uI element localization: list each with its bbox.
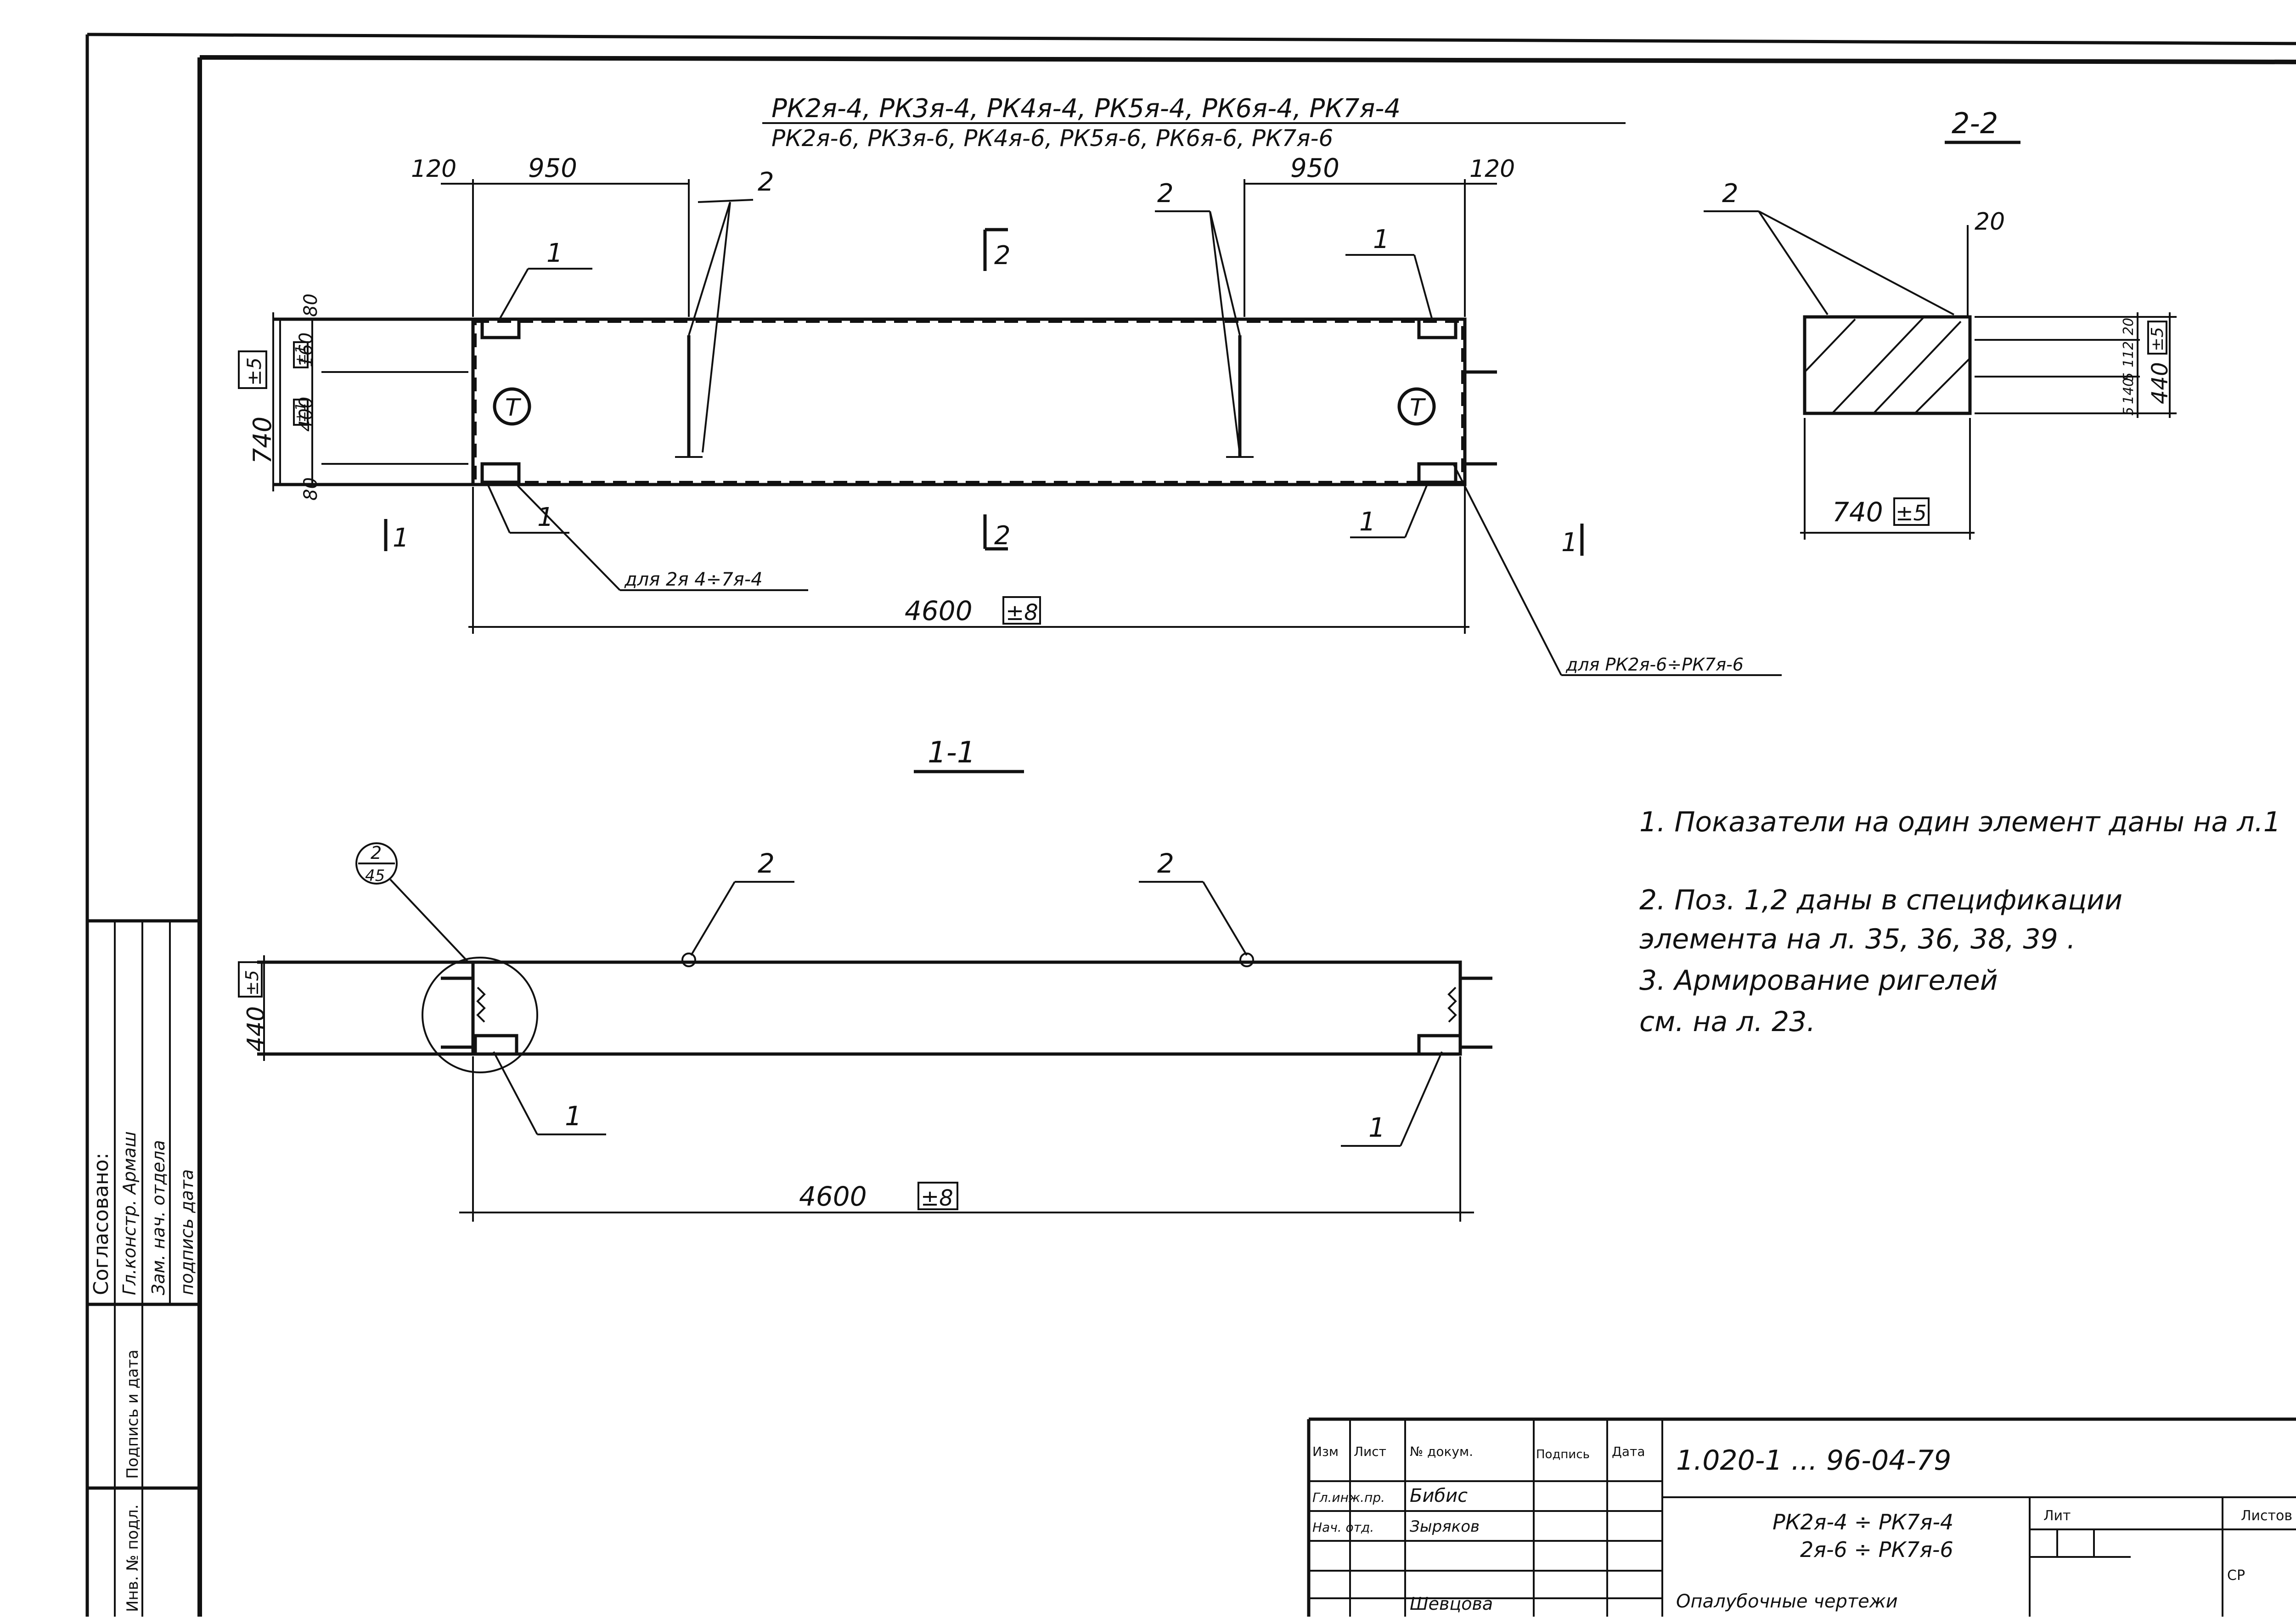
note-2: 2. Поз. 1,2 даны в спецификации [1639,884,2122,916]
dim-400: 400 [296,397,317,432]
tb-title-3: Опалубочные чертежи [1676,1591,1898,1612]
detail-circle [422,957,538,1073]
note-5: см. на л. 23. [1639,1006,1815,1038]
tb-listov: Листов [2241,1508,2292,1524]
svg-text:Т: Т [1410,394,1426,422]
note-right: для РК2я-6÷РК7я-6 [1565,654,1744,675]
pos-2-section: 2 [1722,179,1739,209]
callout-top: 2 [371,843,382,863]
strip-col-3: подпись дата [177,1169,197,1295]
tb-row2-name: Зыряков [1410,1517,1480,1536]
pos-2-right: 2 [1157,179,1174,209]
mark-t-right [1397,387,1436,426]
section-1-1-height: 440 [242,1006,270,1052]
section-1-1-length: 4600 [799,1181,867,1212]
plan-view: Т Т 120 950 950 120 2 2 1 1 1 [238,153,1782,676]
pos-1-bottom-right: 1 [1359,507,1376,537]
tb-row3-name: Шевцова [1410,1594,1493,1614]
mark-t-left [493,387,531,426]
small-dim-1: 20 [2121,318,2137,335]
note-3: элемента на л. 35, 36, 38, 39 . [1639,923,2076,955]
detail-callout [355,842,398,885]
pos-2-left-11: 2 [758,848,775,879]
tb-row1-name: Бибис [1410,1485,1468,1506]
dim-top-left-950: 950 [528,153,577,183]
pos-1-right-11: 1 [1368,1112,1385,1143]
tb-lit: Лит [2043,1508,2071,1524]
small-dim-5: 5 [2121,407,2137,416]
tb-title-1: РК2я-4 ÷ РК7я-4 [1773,1510,1953,1534]
strip-col-2: Зам. нач. отдела [148,1140,169,1295]
tb-doc-no: № докум. [1410,1444,1473,1459]
notes: 1. Показатели на один элемент даны на л.… [1639,806,2281,1038]
tol-5: ±5 [243,357,265,386]
section-2-2-height: 440 [2147,362,2173,404]
dim-20: 20 [1975,208,2005,236]
plan-length: 4600 [905,595,973,626]
callout-bottom: 45 [365,867,385,885]
dim-top-right-120: 120 [1469,155,1515,183]
tol-1b: ±1 [293,402,309,423]
tb-podpis: Подпись [1536,1448,1590,1461]
note-1: 1. Показатели на один элемент даны на л.… [1639,806,2281,838]
dim-top-left-120: 120 [411,155,456,183]
section-2-2-width: 740 [1832,496,1883,528]
section-1-1: 1-1 2 45 2 2 1 1 440 ±5 [238,736,1492,1222]
bead-right [1239,953,1254,967]
pos-1-top-right: 1 [1373,225,1390,254]
small-dim-3: 5 [2121,372,2137,381]
title-block: Изм Лист № докум. Подпись Дата Гл.инж.пр… [1307,1417,2296,1617]
tol-1a: ±1 [293,345,309,365]
cut-2-bottom: 2 [994,521,1011,551]
title-line-2: РК2я-6, РК3я-6, РК4я-6, РК5я-6, РК6я-6, … [771,125,1333,152]
dim-80-top: 80 [300,293,321,317]
dim-80-bottom: 80 [300,477,321,501]
tb-row1-role: Гл.инж.пр. [1312,1490,1385,1505]
section-2-2-label: 2-2 [1952,107,1998,140]
left-approval-strip: Согласовано: Гл.констр. Армаш Зам. нач. … [87,919,200,1617]
tb-title-2: 2я-6 ÷ РК7я-6 [1800,1537,1953,1562]
small-dim-4: 140 [2121,378,2137,404]
svg-text:Т: Т [505,394,522,422]
pos-1-left-11: 1 [565,1100,582,1132]
section-2-2-width-tol: ±5 [1896,501,1927,525]
dim-top-right-950: 950 [1290,153,1339,183]
note-4: 3. Армирование ригелей [1639,964,1998,997]
sheet-frame [85,33,2296,1617]
bead-left [681,953,696,967]
tb-list: Лист [1354,1444,1386,1459]
section-2-2-height-tol: ±5 [2148,327,2167,351]
cut-1-left: 1 [393,523,409,553]
cut-2-top: 2 [994,241,1011,271]
section-1-1-label: 1-1 [928,736,976,770]
soglasovano: Согласовано: [90,1153,113,1295]
tb-izm: Изм [1312,1444,1339,1459]
tb-sheet-mark: СР [2227,1568,2245,1584]
section-1-1-length-tol: ±8 [921,1185,953,1211]
tb-row2-role: Нач. отд. [1312,1520,1374,1535]
header-titles: РК2я-4, РК3я-4, РК4я-4, РК5я-4, РК6я-4, … [762,94,1626,152]
title-line-1: РК2я-4, РК3я-4, РК4я-4, РК5я-4, РК6я-4, … [771,94,1401,124]
note-left: для 2я 4÷7я-4 [624,569,763,590]
section-1-1-height-tol: ±5 [242,970,262,996]
plan-length-tol: ±8 [1006,600,1038,626]
pos-2-left: 2 [758,167,774,197]
pos-2-right-11: 2 [1157,848,1174,879]
section-2-2: 2-2 2 20 740 ±5 440 ±5 20 112 5 140 5 [1704,107,2177,540]
strip-col-1: Гл.констр. Армаш [119,1131,140,1295]
strip-inv: Инв. № подл. [124,1504,142,1612]
strip-podpis: Подпись и дата [124,1349,142,1479]
cut-1-right: 1 [1561,528,1578,558]
small-dim-2: 112 [2121,341,2137,367]
pos-1-top-left: 1 [546,238,563,268]
dim-160: 160 [296,333,317,367]
dim-740: 740 [248,417,277,464]
tb-code: 1.020-1 ... 96-04-79 [1676,1444,1951,1477]
tb-data: Дата [1612,1444,1645,1459]
